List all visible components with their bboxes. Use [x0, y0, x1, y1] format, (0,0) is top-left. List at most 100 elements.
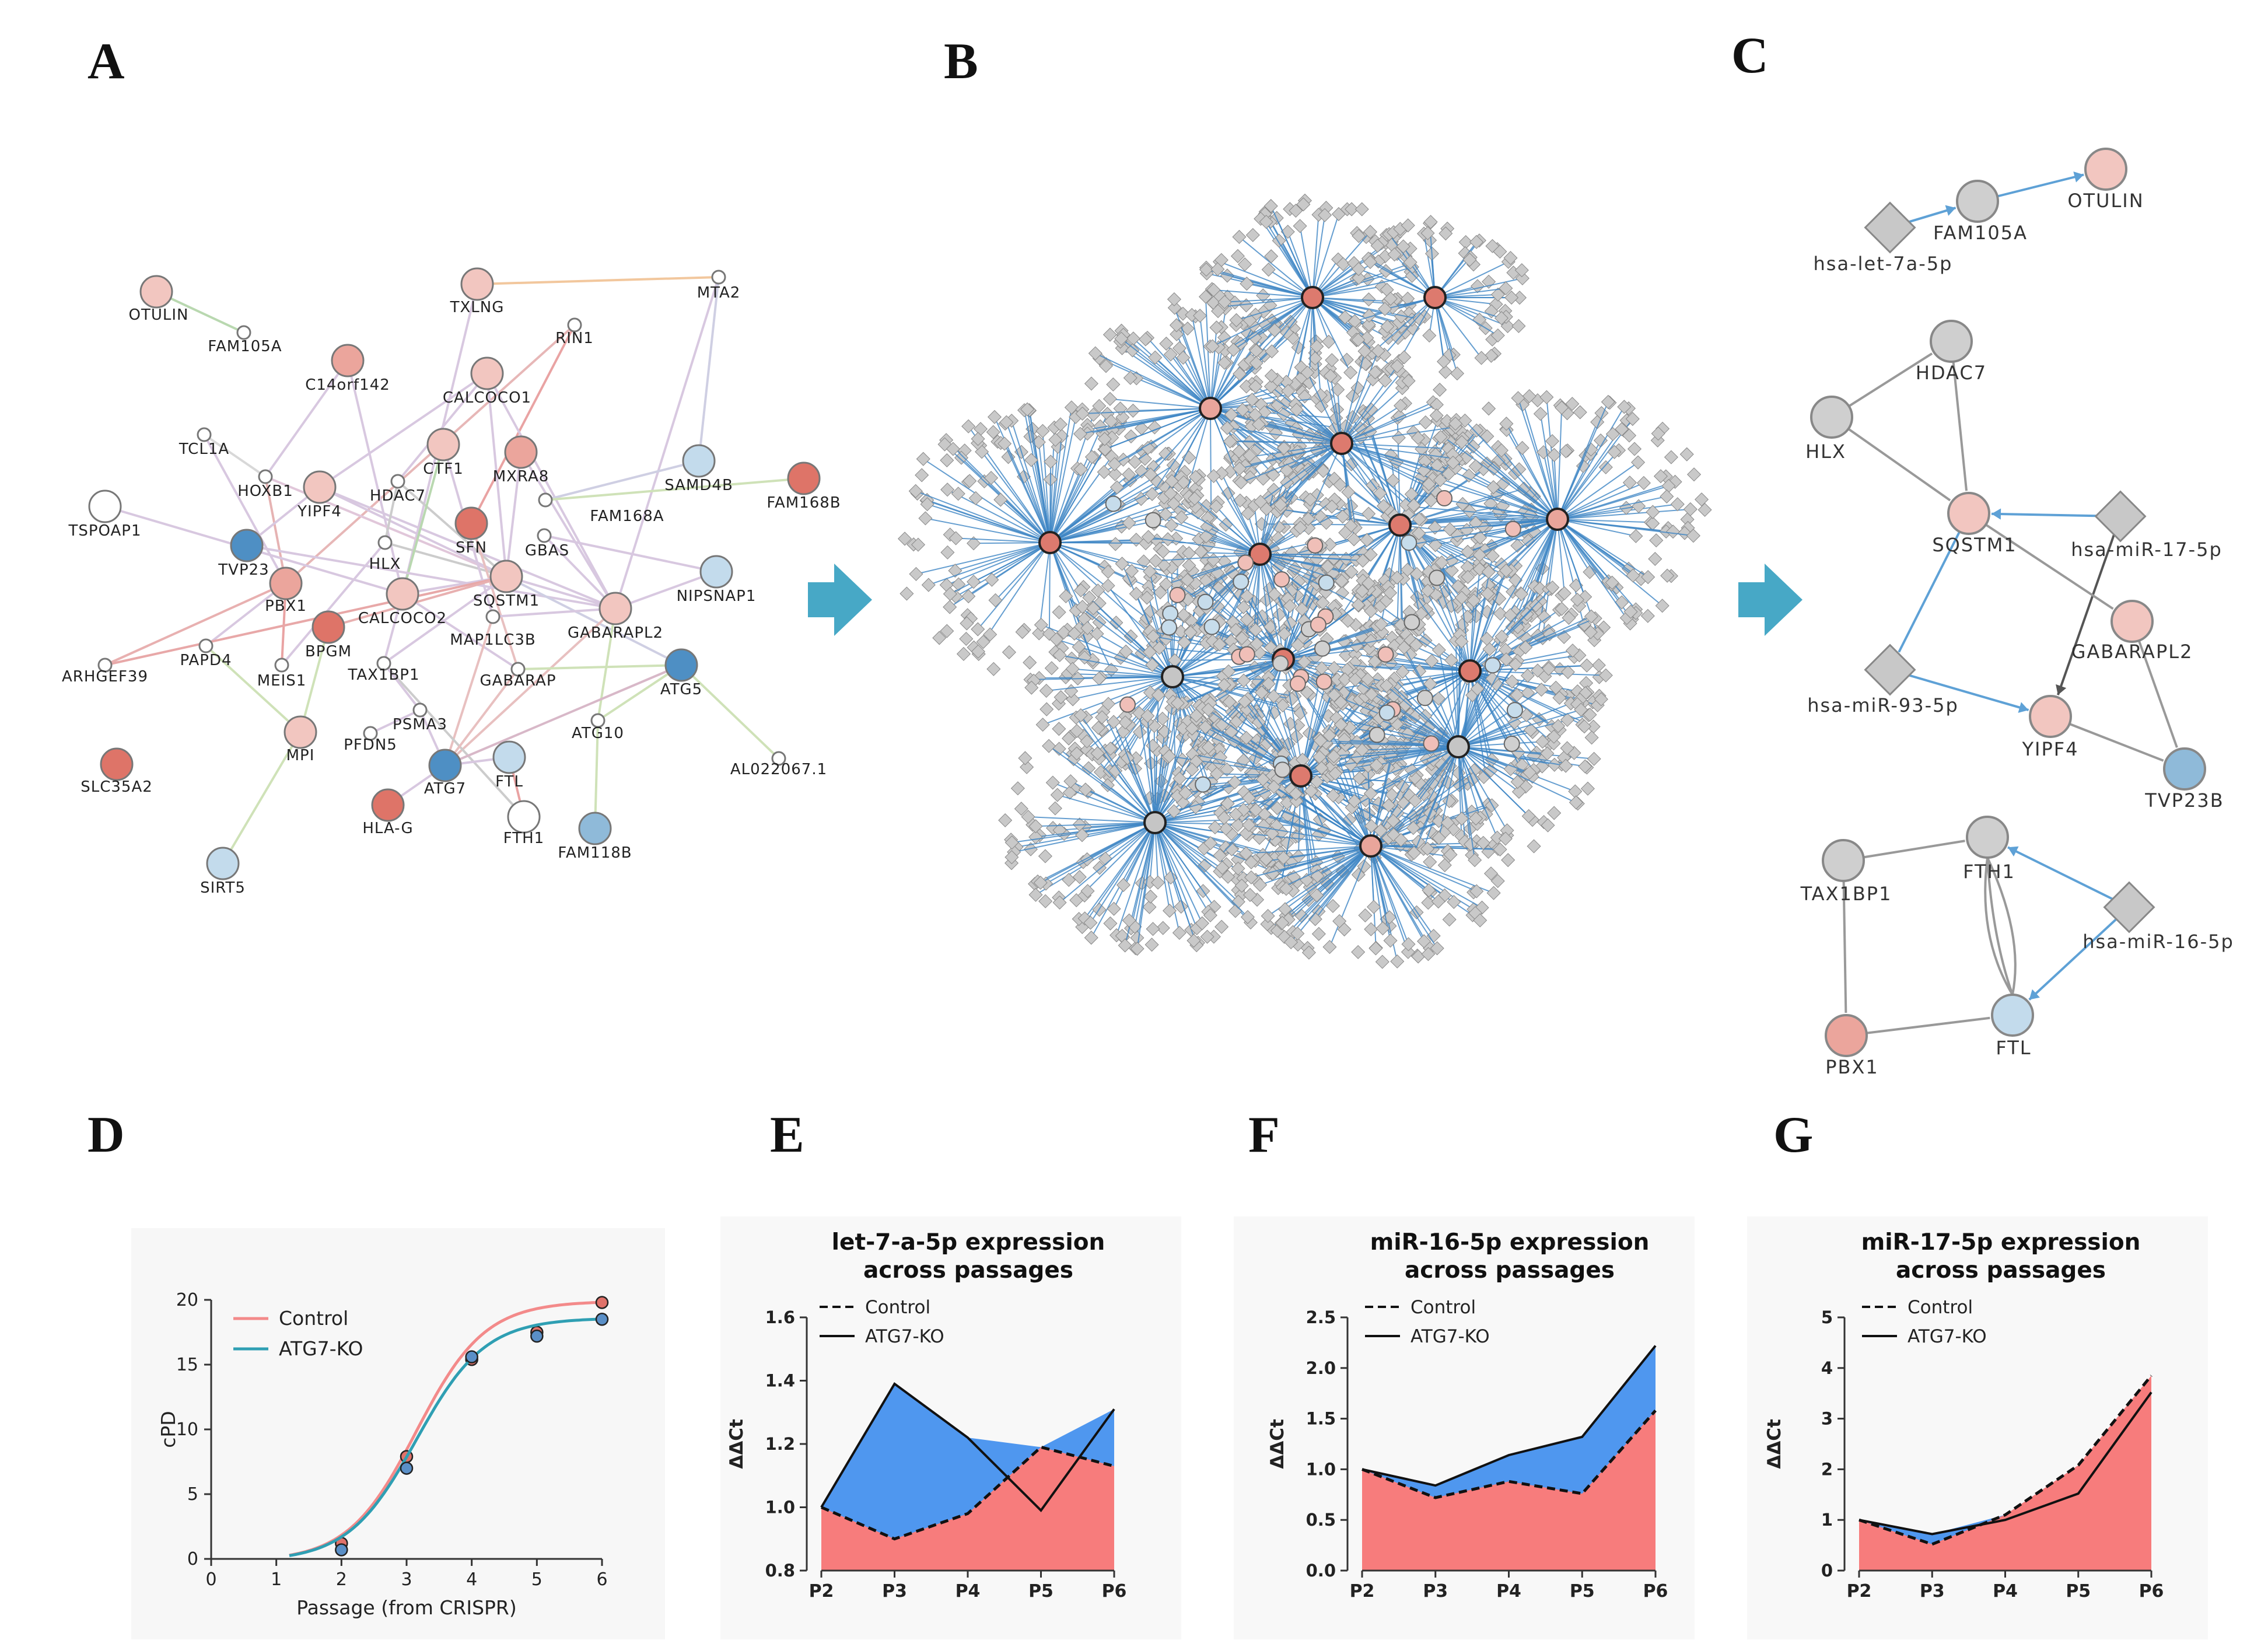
mirna-node — [1144, 938, 1159, 952]
mirna-node — [1580, 781, 1595, 796]
mirna-node — [1661, 478, 1676, 493]
mirna-node — [1175, 753, 1189, 767]
mirna-node — [1511, 319, 1526, 333]
mirna-node — [1512, 291, 1527, 305]
mirna-node — [1485, 548, 1500, 563]
network-edge — [1186, 408, 1211, 494]
network-edge — [544, 534, 717, 573]
y-tick-label: 1.5 — [1306, 1409, 1336, 1429]
mirna-node — [1400, 562, 1415, 577]
mirna-node — [1466, 593, 1481, 608]
mirna-node — [1143, 564, 1157, 579]
network-edge — [594, 720, 599, 829]
network-edge — [370, 709, 421, 735]
mirna-node — [1528, 598, 1543, 613]
panel-label-c: C — [1731, 27, 1769, 84]
gene-node-label: TVP23 — [218, 561, 269, 579]
mirna-node — [1455, 496, 1470, 511]
mirna-node — [1049, 632, 1064, 646]
mirna-node — [959, 631, 974, 646]
network-edge — [1469, 588, 1541, 672]
mirna-node — [1269, 426, 1283, 440]
gene-node — [510, 662, 526, 677]
network-edge — [1312, 266, 1413, 298]
mirna-node — [1501, 853, 1516, 868]
arrowhead — [2073, 172, 2084, 183]
mirna-node — [1146, 922, 1160, 936]
network-edge — [1557, 505, 1639, 520]
mirna-node — [1515, 271, 1530, 286]
mirna-node — [1383, 292, 1398, 306]
network-edge — [614, 277, 720, 609]
mirna-node — [1108, 537, 1123, 551]
network-edge — [1199, 316, 1211, 409]
mirna-node — [1601, 394, 1615, 409]
mirna-node — [1583, 625, 1598, 639]
mirna-node — [1153, 585, 1168, 600]
mirna-node — [1469, 235, 1484, 249]
mirna-node — [1217, 330, 1232, 345]
mirna-node — [1451, 579, 1465, 593]
mirna-node — [1199, 263, 1213, 277]
network-edge — [1557, 461, 1639, 520]
mirna-node — [932, 631, 947, 645]
x-tick-label: P2 — [809, 1581, 834, 1601]
mirna-node — [1310, 339, 1324, 354]
mirna-node — [1605, 575, 1619, 590]
mirna-node — [1264, 199, 1278, 214]
mirna-node — [1622, 428, 1637, 443]
gene-node — [331, 344, 365, 377]
mirna-node — [1035, 424, 1050, 438]
mirna-node — [1097, 432, 1112, 446]
gene-node — [1307, 537, 1324, 554]
mirna-node — [973, 422, 988, 436]
network-edge — [1172, 676, 1183, 760]
network-edge — [545, 460, 699, 501]
mirna-node — [1362, 317, 1376, 332]
mirna-node — [898, 531, 912, 546]
network-edge — [597, 608, 617, 721]
node-label: hsa-miR-93-5p — [1807, 694, 1959, 716]
mirna-node — [1335, 586, 1350, 600]
mirna-node — [1367, 900, 1381, 914]
mirna-node — [1331, 207, 1346, 221]
gene-node — [1197, 593, 1214, 610]
network-edge — [1557, 407, 1563, 520]
network-edge — [1172, 676, 1258, 742]
gene-node — [485, 609, 501, 624]
chart-title-line: across passages — [863, 1257, 1073, 1284]
mirna-node — [911, 537, 926, 552]
x-tick-label: 2 — [336, 1569, 347, 1590]
mirna-node — [1584, 730, 1599, 745]
mirna-node — [1482, 401, 1496, 416]
mirna-node — [1245, 228, 1260, 242]
gene-node — [1289, 675, 1306, 692]
mirna-node — [1468, 459, 1483, 474]
mirna-node — [1233, 493, 1247, 508]
mirna-node — [951, 487, 965, 501]
mirna-node — [1122, 516, 1136, 530]
network-edge — [1265, 221, 1313, 298]
mirna-node — [1864, 644, 1916, 696]
mirna-node — [1396, 239, 1410, 254]
mirna-node — [1167, 300, 1182, 315]
mirna-node — [1646, 516, 1660, 531]
network-edge — [545, 477, 804, 501]
mirna-node — [986, 425, 1000, 439]
gene-node — [303, 470, 337, 504]
network-edge — [1049, 522, 1129, 543]
gene-node-label: ATG7 — [424, 780, 466, 798]
network-edge — [1270, 205, 1313, 298]
mirna-node — [1615, 422, 1629, 436]
y-tick-label: 0.8 — [765, 1561, 795, 1580]
mirna-node — [1360, 272, 1375, 286]
x-tick-label: P2 — [1350, 1581, 1375, 1601]
gene-node — [1506, 702, 1523, 719]
gene-node — [2029, 695, 2072, 738]
mirna-node — [940, 624, 954, 638]
gene-node — [1401, 534, 1418, 551]
mirna-node — [956, 646, 971, 661]
gene-node — [454, 506, 488, 540]
mirna-node — [1128, 454, 1142, 469]
legend-label: ATG7-KO — [279, 1337, 363, 1360]
